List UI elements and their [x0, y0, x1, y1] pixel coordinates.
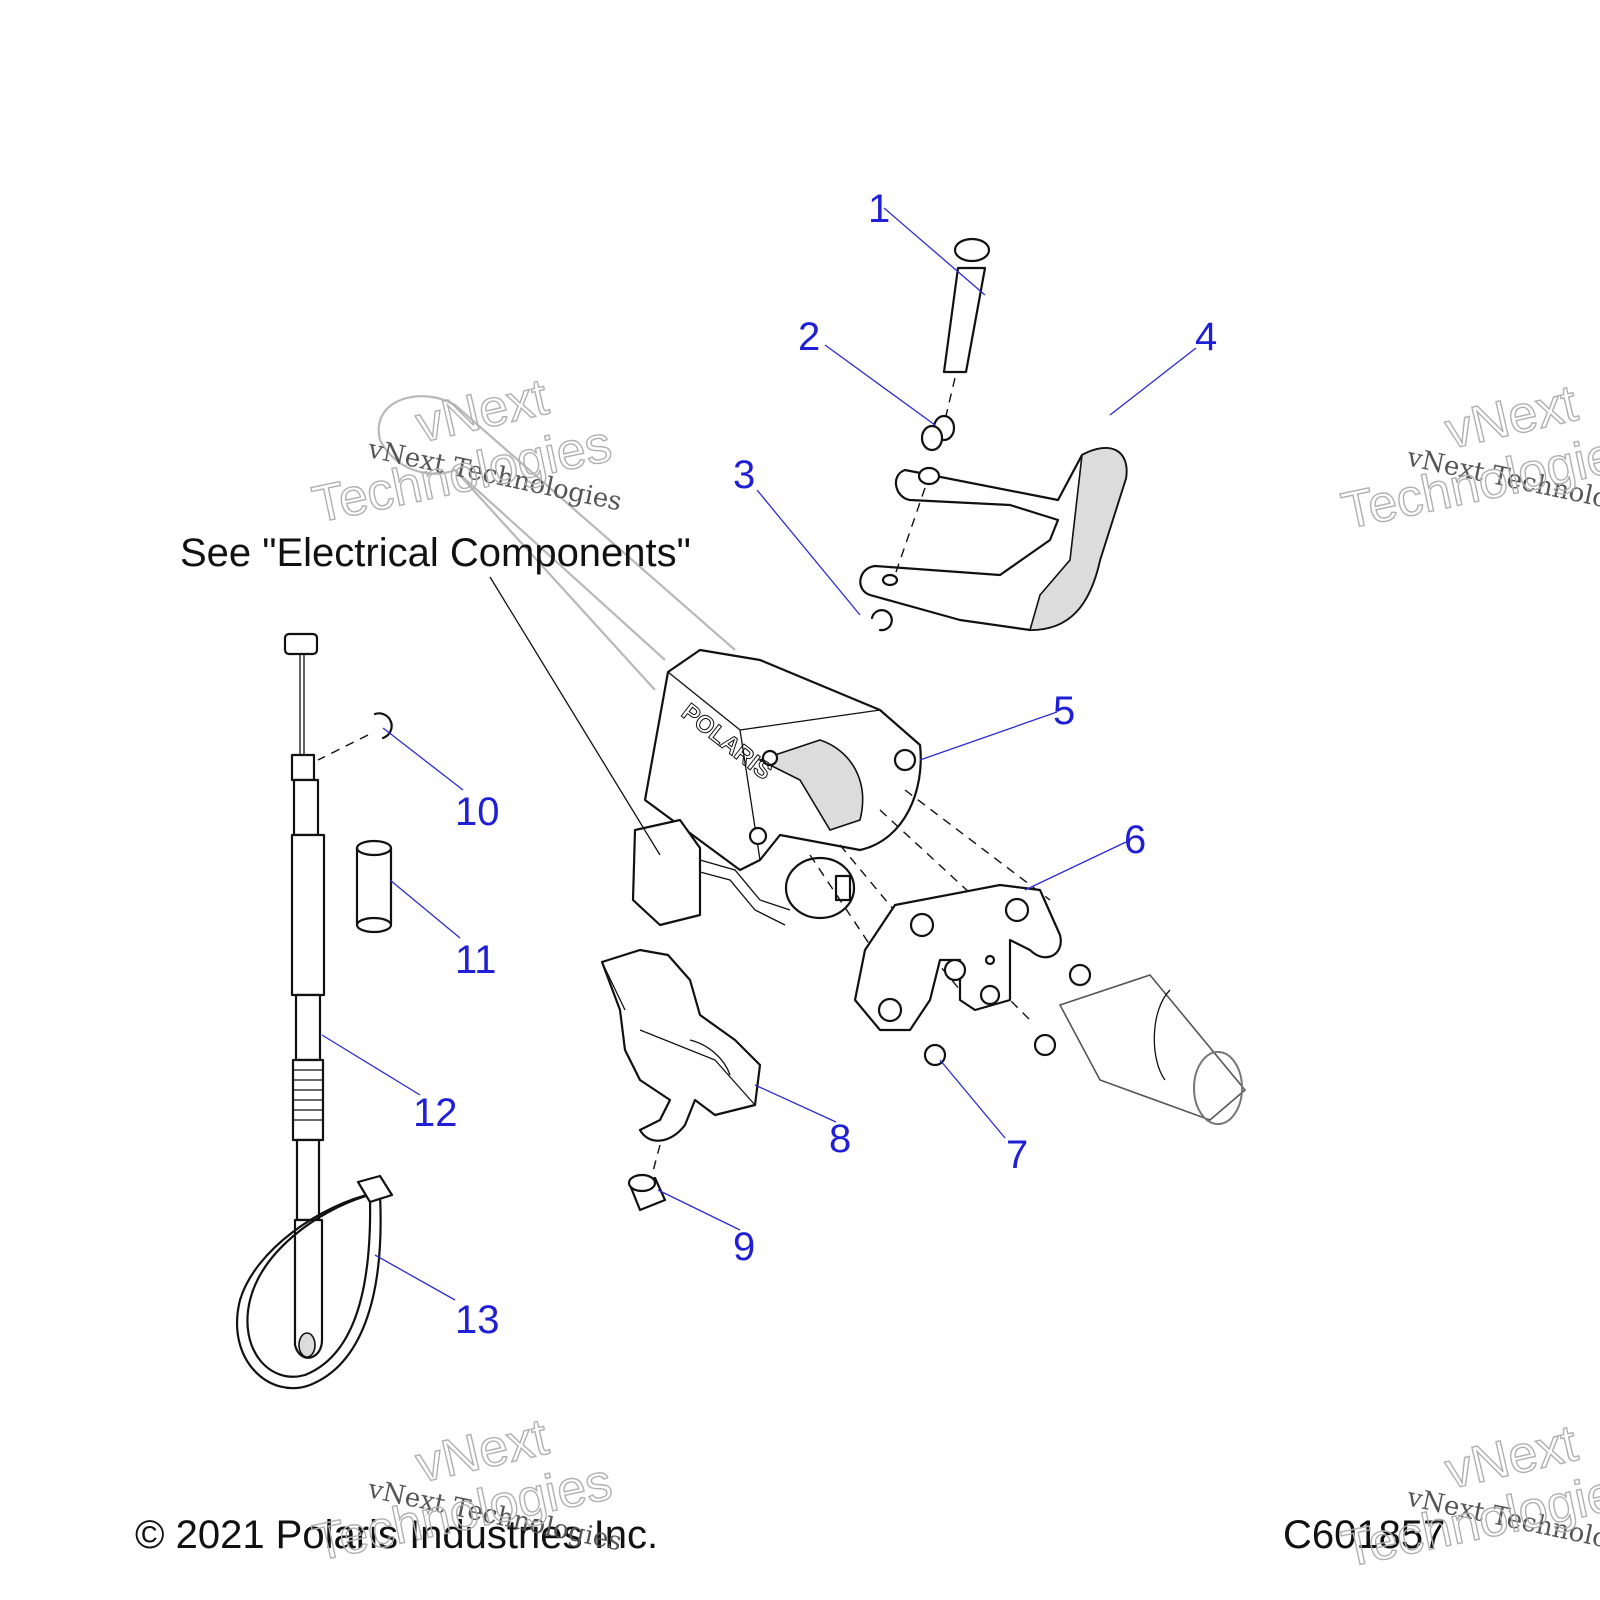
part-7-screws: [923, 954, 1092, 1067]
leader-lines: [321, 207, 1197, 1301]
part-5-housing: POLARIS: [643, 648, 922, 872]
part-3-clip: [870, 609, 893, 632]
watermark-top-right: vNext Technologies vNext Technologies: [1336, 373, 1600, 541]
callout-5: 5: [1053, 689, 1075, 733]
drawing-number: C601857: [1283, 1513, 1445, 1557]
callout-8: 8: [829, 1117, 851, 1161]
watermark-bottom-left: vNext Technologies vNext Technologies: [307, 1407, 624, 1573]
callout-12: 12: [413, 1091, 458, 1135]
part-1-pin: [942, 237, 991, 421]
callout-numbers: 1 2 3 4 5 6 7 8 9 10 11 12 13: [413, 187, 1217, 1342]
watermark-bottom-right: vNext Technologies vNext Technologies: [1337, 1413, 1600, 1579]
callout-1: 1: [868, 187, 890, 231]
callout-6: 6: [1124, 818, 1146, 862]
callout-2: 2: [798, 315, 820, 359]
part-8-throttle-lever: [600, 948, 762, 1176]
callout-9: 9: [733, 1225, 755, 1269]
part-9-cap: [627, 1173, 667, 1212]
electrical-components-note: See "Electrical Components": [180, 531, 691, 575]
grip-tube: [1058, 974, 1247, 1125]
part-6-cover-plate: [853, 883, 1062, 1032]
callout-13: 13: [455, 1298, 500, 1342]
electrical-connector: [631, 818, 856, 927]
callout-4: 4: [1195, 315, 1217, 359]
part-13-tie-loop: [236, 1174, 394, 1390]
part-12-cable-assembly: [283, 632, 326, 1359]
part-2-washers: [920, 414, 956, 452]
copyright-text: © 2021 Polaris Industries Inc.: [135, 1513, 658, 1557]
part-4-bracket: [859, 446, 1128, 632]
part-10-clip: [317, 712, 393, 761]
part-11-sleeve: [355, 839, 393, 934]
handlebar-ghost-outline: [377, 395, 736, 691]
callout-10: 10: [455, 790, 500, 834]
callout-3: 3: [733, 453, 755, 497]
callout-11: 11: [455, 938, 497, 982]
callout-7: 7: [1006, 1133, 1028, 1177]
